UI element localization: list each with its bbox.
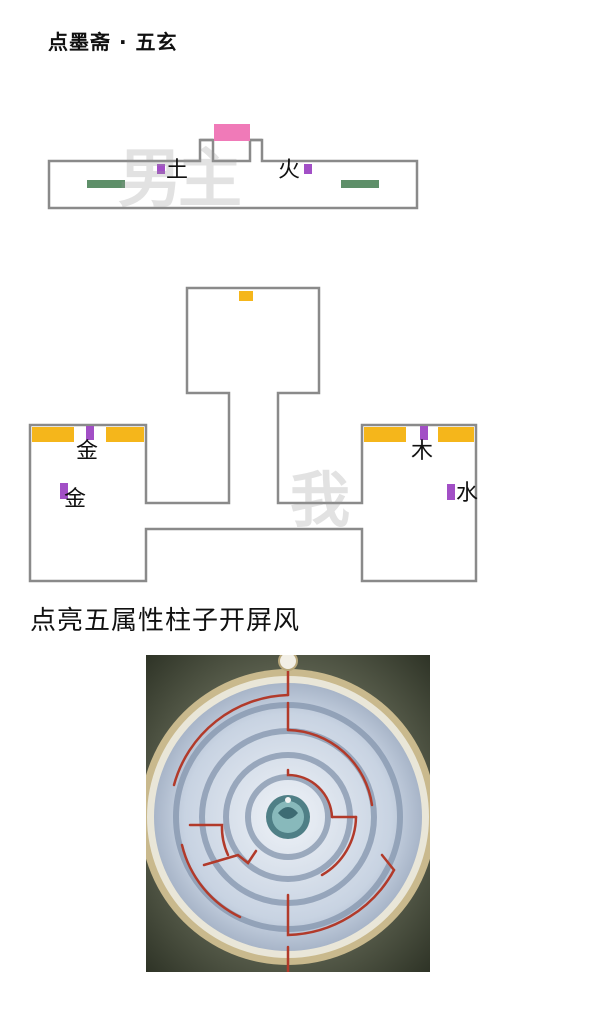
top-yellow-marker	[239, 291, 253, 301]
watermark-top: 男主	[118, 143, 242, 217]
earth-pillar-marker	[157, 164, 165, 174]
wood-pillar-marker	[420, 426, 428, 440]
watermark-middle: 我	[290, 466, 350, 536]
left-green-bar	[87, 180, 125, 188]
fire-pillar-marker	[304, 164, 312, 174]
left-yellow-bar-1	[32, 427, 74, 442]
left-yellow-bar-2	[106, 427, 144, 442]
wood-label: 木	[411, 439, 434, 464]
bottom-complex-outline	[28, 286, 478, 583]
page-title: 点墨斋 · 五玄	[48, 30, 178, 54]
earth-label: 土	[166, 158, 189, 183]
right-green-bar	[341, 180, 379, 188]
water-label: 水	[456, 481, 479, 506]
gold-top-label: 金	[76, 439, 99, 464]
water-pillar-marker	[447, 484, 455, 500]
gold-top-pillar-marker	[86, 426, 94, 440]
right-yellow-bar-1	[364, 427, 406, 442]
screen-puzzle-image	[146, 655, 430, 972]
instruction-caption: 点亮五属性柱子开屏风	[30, 606, 301, 636]
gold-side-pillar-marker	[60, 483, 68, 499]
map-diagram	[28, 124, 478, 583]
right-yellow-bar-2	[438, 427, 474, 442]
fire-label: 火	[278, 158, 301, 183]
gold-side-label: 金	[64, 487, 87, 512]
pink-screen-marker	[214, 124, 250, 141]
